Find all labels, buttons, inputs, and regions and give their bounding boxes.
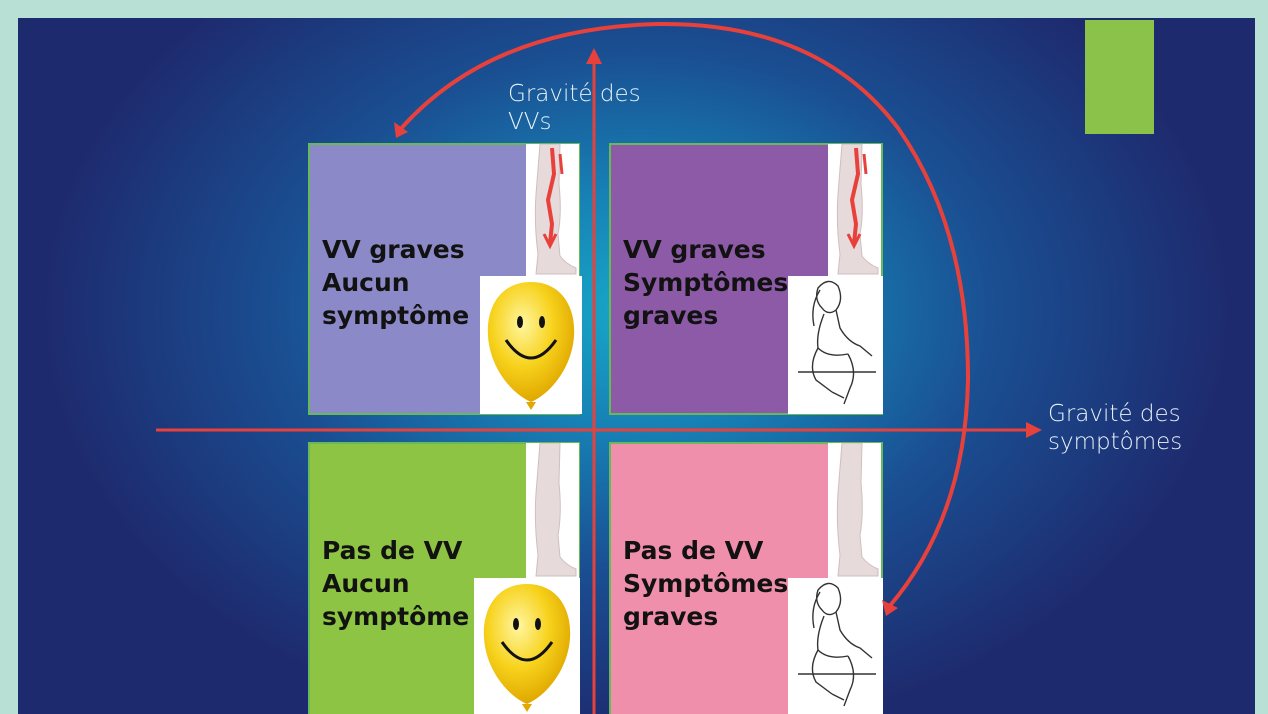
x-axis-label-line: Gravité des xyxy=(1048,400,1182,428)
y-axis-arrowhead xyxy=(586,48,602,64)
y-axis-label: Gravité des VVs xyxy=(508,80,641,136)
y-axis-label-line: Gravité des xyxy=(508,80,641,108)
x-axis-label: Gravité des symptômes xyxy=(1048,400,1182,456)
y-axis-label-line: VVs xyxy=(508,108,641,136)
slide: VV graves Aucun symptôme VV graves Sympt… xyxy=(18,18,1255,714)
curved-arrow-line xyxy=(398,24,968,608)
x-axis-arrowhead xyxy=(1026,422,1042,438)
x-axis-label-line: symptômes xyxy=(1048,428,1182,456)
arc-end-marker xyxy=(882,600,898,616)
